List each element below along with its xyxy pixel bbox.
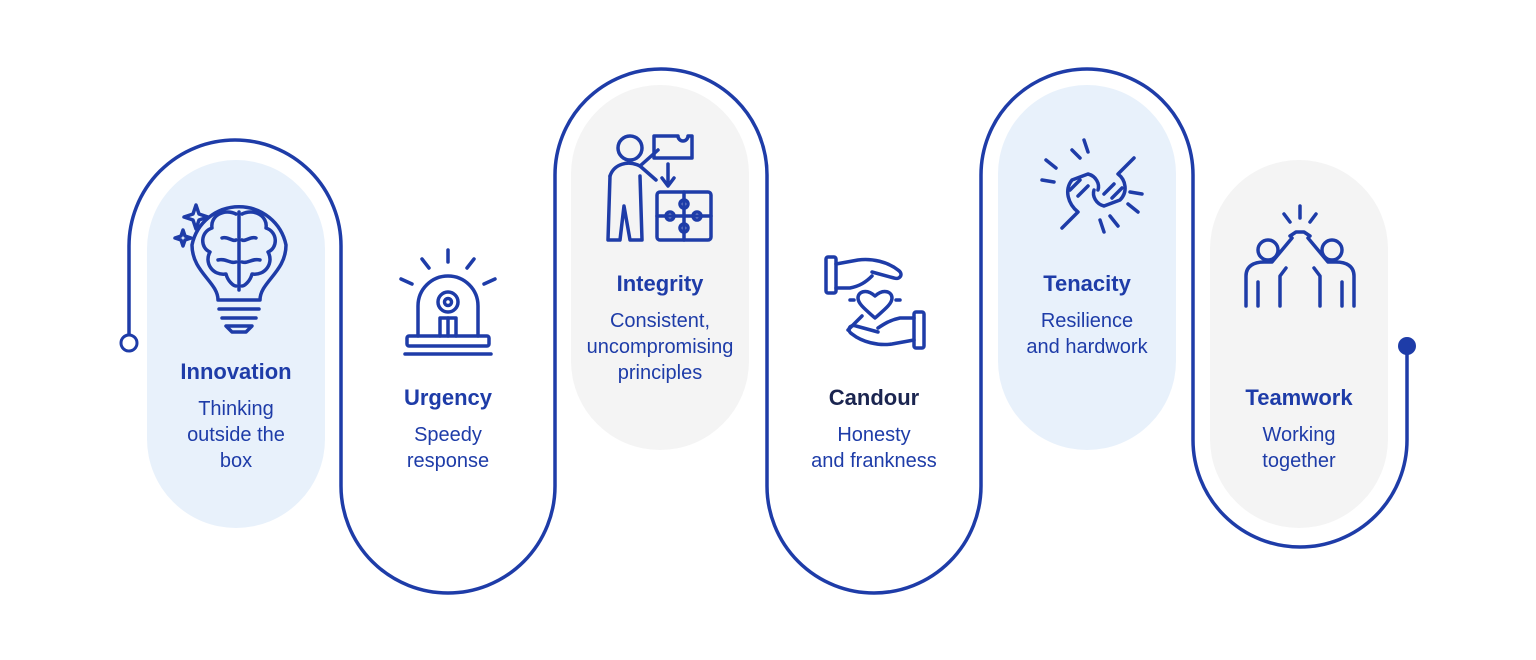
value-desc-line: response <box>406 450 490 472</box>
value-title: Candour <box>828 385 920 410</box>
value-title: Tenacity <box>1043 271 1131 296</box>
value-desc-line: box <box>219 450 253 472</box>
value-desc-line: outside the <box>187 424 285 446</box>
value-title: Innovation <box>180 359 292 384</box>
value-desc-line: Working <box>1262 424 1336 446</box>
person-puzzle-icon <box>606 134 713 242</box>
value-desc-line: Speedy <box>414 424 482 446</box>
value-desc-line: Honesty <box>837 424 911 446</box>
value-desc-line: uncompromising <box>586 336 734 358</box>
value-innovation: Innovation Thinking outside the box <box>141 358 331 474</box>
value-title: Urgency <box>403 385 493 410</box>
value-desc-line: and hardwork <box>1026 336 1148 358</box>
value-teamwork: Teamwork Working together <box>1204 384 1394 474</box>
serpentine-line <box>127 67 1409 595</box>
value-desc-line: Resilience <box>1040 310 1134 332</box>
siren-alarm-icon <box>399 248 497 356</box>
value-candour: Candour Honesty and frankness <box>779 384 969 474</box>
value-tenacity: Tenacity Resilience and hardwork <box>992 270 1182 360</box>
high-five-icon <box>1244 204 1356 308</box>
value-desc-line: Thinking <box>198 398 274 420</box>
pill-integrity <box>571 85 749 450</box>
hands-heart-icon <box>824 255 926 350</box>
value-urgency: Urgency Speedy response <box>353 384 543 474</box>
value-title: Teamwork <box>1245 385 1353 410</box>
fist-bump-icon <box>1040 138 1144 234</box>
line-start-dot <box>119 333 139 353</box>
value-desc-line: and frankness <box>811 450 937 472</box>
value-desc-line: principles <box>617 362 703 384</box>
lightbulb-brain-icon <box>173 203 288 334</box>
value-title: Integrity <box>616 271 704 296</box>
pill-tenacity <box>998 85 1176 450</box>
value-desc-line: Consistent, <box>609 310 711 332</box>
value-desc-line: together <box>1262 450 1336 472</box>
value-integrity: Integrity Consistent, uncompromising pri… <box>565 270 755 386</box>
line-end-dot <box>1398 337 1416 355</box>
